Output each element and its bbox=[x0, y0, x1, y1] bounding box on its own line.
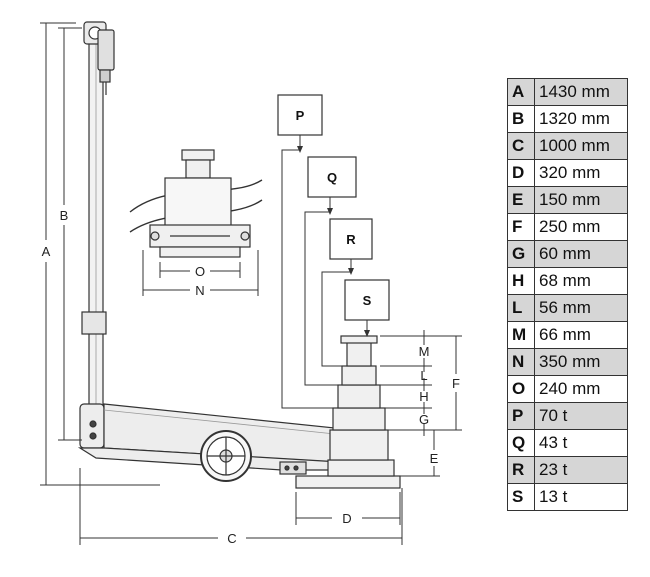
dim-label-l: L bbox=[420, 368, 427, 383]
dim-label-m: M bbox=[419, 344, 430, 359]
spec-letter: B bbox=[507, 105, 535, 133]
spec-letter: M bbox=[507, 321, 535, 349]
dim-label-e: E bbox=[430, 451, 439, 466]
spec-letter: E bbox=[507, 186, 535, 214]
stage-box-p bbox=[277, 94, 323, 136]
spec-value: 1320 mm bbox=[534, 105, 628, 133]
spec-value: 250 mm bbox=[534, 213, 628, 241]
label-s: S bbox=[363, 293, 372, 308]
stage-box-r bbox=[329, 218, 373, 260]
spec-letter: S bbox=[507, 483, 535, 511]
telescopic-ram bbox=[295, 335, 401, 489]
spec-letter: H bbox=[507, 267, 535, 295]
spec-letter: L bbox=[507, 294, 535, 322]
dim-label-d: D bbox=[342, 511, 351, 526]
spec-letter: O bbox=[507, 375, 535, 403]
stage-connectors bbox=[281, 135, 370, 409]
spec-letter: Q bbox=[507, 429, 535, 457]
spec-letter: P bbox=[507, 402, 535, 430]
spec-letter: A bbox=[507, 78, 535, 106]
dim-label-b: B bbox=[60, 208, 69, 223]
spec-value: 320 mm bbox=[534, 159, 628, 187]
label-p: P bbox=[296, 108, 305, 123]
spec-value: 13 t bbox=[534, 483, 628, 511]
load-stage-boxes bbox=[277, 94, 390, 321]
dim-label-h: H bbox=[419, 389, 428, 404]
spec-value: 70 t bbox=[534, 402, 628, 430]
jack-handle bbox=[81, 21, 115, 441]
label-q: Q bbox=[327, 170, 337, 185]
dimension-lines bbox=[40, 22, 462, 545]
spec-letter: C bbox=[507, 132, 535, 160]
spec-letter: D bbox=[507, 159, 535, 187]
dim-label-f: F bbox=[452, 376, 460, 391]
spec-letter: G bbox=[507, 240, 535, 268]
dim-label-g: G bbox=[419, 412, 429, 427]
spec-value: 23 t bbox=[534, 456, 628, 484]
spec-value: 1430 mm bbox=[534, 78, 628, 106]
spec-letter: N bbox=[507, 348, 535, 376]
spec-value: 56 mm bbox=[534, 294, 628, 322]
dim-label-n: N bbox=[195, 283, 204, 298]
spec-value: 240 mm bbox=[534, 375, 628, 403]
saddle-detail bbox=[129, 149, 263, 258]
label-r: R bbox=[346, 232, 356, 247]
dim-label-o: O bbox=[195, 264, 205, 279]
spec-letter: F bbox=[507, 213, 535, 241]
spec-letter: R bbox=[507, 456, 535, 484]
dim-label-a: A bbox=[42, 244, 51, 259]
spec-value: 350 mm bbox=[534, 348, 628, 376]
stage-box-q bbox=[307, 156, 357, 198]
spec-value: 150 mm bbox=[534, 186, 628, 214]
spec-value: 66 mm bbox=[534, 321, 628, 349]
spec-value: 68 mm bbox=[534, 267, 628, 295]
spec-value: 60 mm bbox=[534, 240, 628, 268]
jack-chassis bbox=[77, 403, 341, 482]
spec-value: 1000 mm bbox=[534, 132, 628, 160]
dim-label-c: C bbox=[227, 531, 236, 546]
spec-value: 43 t bbox=[534, 429, 628, 457]
